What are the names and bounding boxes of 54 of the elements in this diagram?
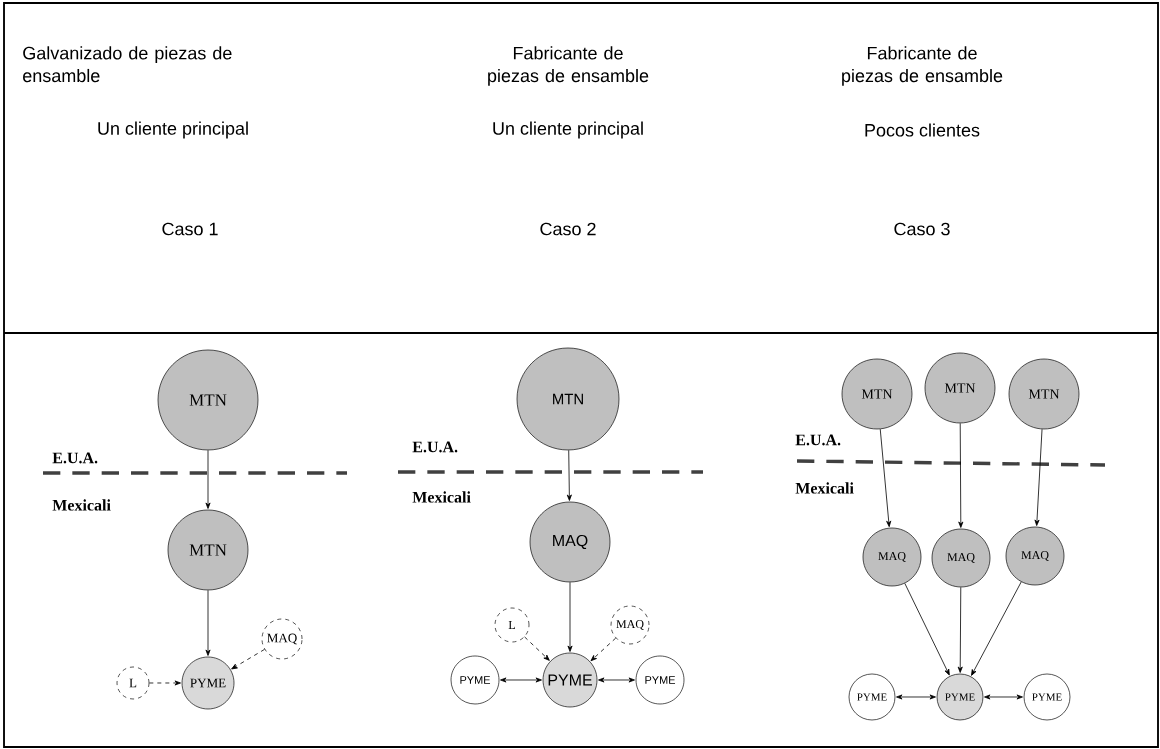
circle-node: MTN [924, 352, 996, 424]
circle-node: MTN [167, 509, 249, 591]
circle-node: PYME [635, 655, 685, 705]
arrow [958, 422, 964, 528]
arrow [205, 449, 211, 509]
arrow [896, 694, 936, 700]
arrow [879, 428, 892, 528]
circle-node: MTN [841, 358, 913, 430]
circle-node: MAQ [261, 618, 303, 660]
circle-node: PYME [450, 655, 500, 705]
column-heading: Fabricante de piezas de ensamble [488, 46, 649, 86]
region-label: Mexicali [412, 491, 471, 503]
client-label: Pocos clientes [865, 123, 980, 137]
region-label: E.U.A. [52, 452, 98, 464]
circle-node: MAQ [529, 501, 611, 583]
circle-node: MTN [516, 347, 620, 451]
circle-node: PYME [936, 673, 984, 721]
client-label: Un cliente principal [493, 121, 643, 139]
arrow [1034, 428, 1043, 526]
arrow [524, 636, 550, 661]
client-label: Un cliente principal [98, 121, 248, 139]
arrow [500, 677, 542, 683]
circle-node: L [116, 666, 150, 700]
region-label: Mexicali [795, 482, 854, 494]
case-label: Caso 1 [162, 222, 218, 236]
circle-node: PYME [1023, 673, 1071, 721]
circle-node: MAQ [1005, 526, 1065, 586]
circle-node: L [494, 607, 530, 643]
arrow [971, 581, 1022, 676]
arrow [148, 680, 181, 686]
circle-node: MTN [157, 349, 259, 451]
column-heading: Fabricante de piezas de ensamble [842, 46, 1003, 86]
case-label: Caso 3 [894, 222, 950, 236]
region-label: E.U.A. [412, 441, 458, 453]
arrow [567, 581, 573, 652]
circle-node: PYME [848, 673, 896, 721]
arrow [904, 583, 950, 676]
arrow [231, 649, 265, 670]
arrow [566, 449, 572, 501]
region-label: E.U.A. [795, 434, 841, 446]
column-heading: Galvanizado de piezas de ensamble [23, 46, 232, 83]
case-label: Caso 2 [540, 222, 596, 236]
circle-node: MAQ [931, 528, 991, 588]
circle-node: MTN [1008, 358, 1080, 430]
circle-node: MAQ [862, 527, 922, 587]
circle-node: PYME [542, 652, 598, 708]
arrow [984, 694, 1023, 700]
arrow [590, 637, 617, 662]
region-label: Mexicali [52, 499, 111, 511]
arrow [598, 677, 635, 683]
arrow [957, 586, 963, 673]
circle-node: PYME [181, 656, 235, 710]
arrow [205, 589, 211, 656]
circle-node: MAQ [610, 605, 650, 645]
